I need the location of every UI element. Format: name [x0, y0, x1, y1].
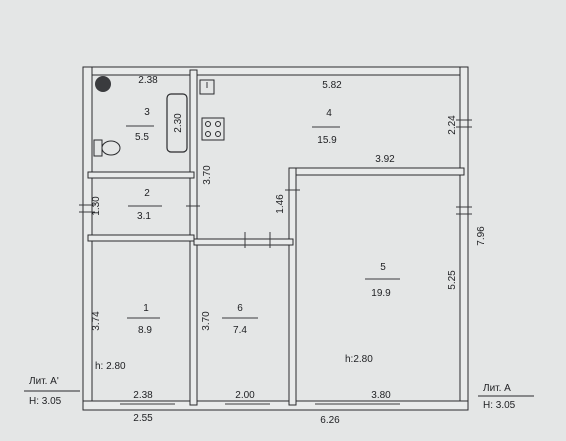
- dim-top-right: 5.82: [322, 80, 342, 91]
- dim-room6-height: 3.70: [201, 311, 212, 331]
- room-2: 2 3.1: [137, 188, 151, 222]
- wall-right: [459, 66, 469, 411]
- dim-bottom-total: 6.26: [320, 415, 340, 426]
- dim-room1-width: 2.38: [133, 390, 153, 401]
- dim-room6-width: 2.00: [235, 390, 255, 401]
- wall-bath-bottom: [87, 171, 195, 179]
- legend-left-title: Лит. А': [29, 376, 59, 387]
- door-marks: [186, 189, 300, 248]
- stove-icon: [201, 117, 225, 141]
- interior-walls: [87, 69, 465, 406]
- room-4-area: 15.9: [317, 135, 337, 146]
- room-6: 6 7.4: [233, 303, 247, 336]
- wall-bottom: [82, 400, 469, 411]
- wall-room5-left: [288, 167, 297, 406]
- dim-room5-height: 5.25: [447, 270, 458, 290]
- room-4: 4 15.9: [317, 108, 337, 146]
- room-3-number: 3: [144, 107, 150, 118]
- dimension-labels: 2.38 5.82 3.92 2.38 2.00 3.80 2.55 6.26 …: [91, 75, 487, 426]
- legend-right-title: Лит. А: [483, 383, 511, 394]
- dim-room5-width: 3.92: [375, 154, 395, 165]
- room-4-number: 4: [326, 108, 332, 119]
- room-2-number: 2: [144, 188, 150, 199]
- legend-right-height: Н: 3.05: [483, 400, 516, 411]
- wall-top: [82, 66, 469, 76]
- room-1: 1 8.9: [138, 303, 152, 336]
- dim-room1-height: 3.74: [91, 311, 102, 331]
- legend-left: Лит. А' Н: 3.05: [24, 376, 80, 407]
- legend-right: Лит. А Н: 3.05: [478, 383, 534, 411]
- room-label-lines: [126, 125, 400, 319]
- toilet-icon: [93, 139, 121, 157]
- wall-room5-top: [288, 167, 465, 176]
- dim-top-left: 2.38: [138, 75, 158, 86]
- sink-icon: [199, 79, 215, 95]
- room-3-area: 5.5: [135, 132, 149, 143]
- dim-room2-height: 1.30: [91, 196, 102, 216]
- room-5-number: 5: [380, 262, 386, 273]
- boiler-icon: [95, 76, 111, 92]
- dim-right-total: 7.96: [476, 226, 487, 246]
- room-2-area: 3.1: [137, 211, 151, 222]
- window-marks: [79, 119, 472, 405]
- room-1-area: 8.9: [138, 325, 152, 336]
- dim-kitchen-height: 2.24: [447, 115, 458, 135]
- ceiling-height-left: h: 2.80: [95, 361, 126, 372]
- wall-room6-top: [193, 238, 294, 246]
- dim-room5-bottom: 3.80: [371, 390, 391, 401]
- room-1-number: 1: [143, 303, 149, 314]
- room-6-area: 7.4: [233, 325, 247, 336]
- dim-hall-height: 1.46: [275, 194, 286, 214]
- dim-bath-fixture: 2.30: [173, 113, 184, 133]
- legend-left-height: Н: 3.05: [29, 396, 62, 407]
- ceiling-height-right: h:2.80: [345, 354, 373, 365]
- room-3: 3 5.5: [135, 107, 150, 143]
- room-5: 5 19.9: [371, 262, 391, 299]
- wall-room2-bottom: [87, 234, 195, 242]
- room-6-number: 6: [237, 303, 243, 314]
- dim-bottom-left: 2.55: [133, 413, 153, 424]
- bathtub-icon: [166, 93, 188, 153]
- room-5-area: 19.9: [371, 288, 391, 299]
- dim-corridor-height: 3.70: [202, 165, 213, 185]
